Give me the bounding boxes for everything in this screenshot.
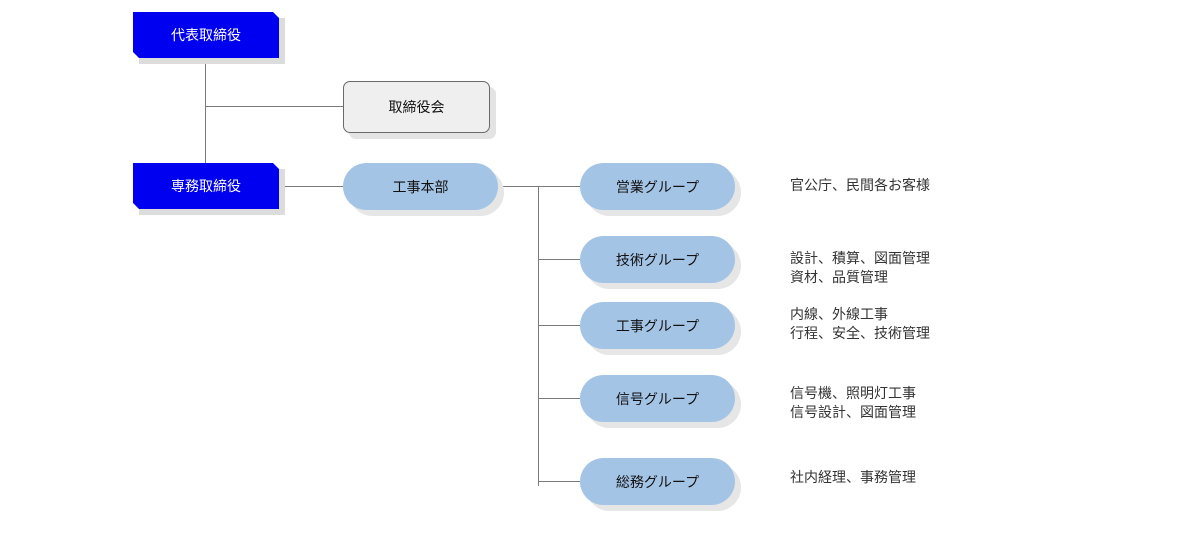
description-line: 信号設計、図面管理 [790,405,916,421]
division-to-groups-line [498,186,580,187]
group-shingou-description: 信号機、照明灯工事 信号設計、図面管理 [790,385,916,423]
group-shingou-label: 信号グループ [615,391,700,408]
branch-line-kouji [538,325,580,326]
group-eigyou-description: 官公庁、民間各お客様 [790,177,930,196]
description-line: 内線、外線工事 [790,307,888,323]
ceo-label: 代表取締役 [171,28,241,44]
group-soumu-label: 総務グループ [615,474,700,491]
group-gijutsu-label: 技術グループ [615,252,700,269]
group-kouji: 工事グループ [580,302,735,349]
group-soumu-description: 社内経理、事務管理 [790,469,916,488]
division-label: 工事本部 [392,179,449,196]
group-gijutsu: 技術グループ [580,236,735,283]
group-eigyou: 営業グループ [580,163,735,210]
description-line: 信号機、照明灯工事 [790,386,916,402]
managing-director-box: 専務取締役 [133,163,279,209]
board-connector-line [205,106,343,107]
description-line: 官公庁、民間各お客様 [790,178,930,194]
division-box: 工事本部 [343,163,498,210]
branch-line-shingou [538,398,580,399]
managing-to-division-line [280,186,343,187]
description-line: 行程、安全、技術管理 [790,326,930,342]
branch-line-soumu [538,481,580,482]
ceo-trunk-line [205,58,206,164]
group-shingou: 信号グループ [580,375,735,422]
description-line: 資材、品質管理 [790,270,888,286]
board-label: 取締役会 [388,100,445,116]
managing-director-label: 専務取締役 [171,179,241,195]
group-gijutsu-description: 設計、積算、図面管理 資材、品質管理 [790,250,930,288]
ceo-box: 代表取締役 [133,12,279,58]
group-kouji-label: 工事グループ [615,318,700,335]
group-soumu: 総務グループ [580,458,735,505]
board-box: 取締役会 [343,81,490,133]
group-kouji-description: 内線、外線工事 行程、安全、技術管理 [790,306,930,344]
groups-vertical-line [538,186,539,486]
group-eigyou-label: 営業グループ [615,179,700,196]
description-line: 設計、積算、図面管理 [790,251,930,267]
description-line: 社内経理、事務管理 [790,470,916,486]
branch-line-gijutsu [538,259,580,260]
